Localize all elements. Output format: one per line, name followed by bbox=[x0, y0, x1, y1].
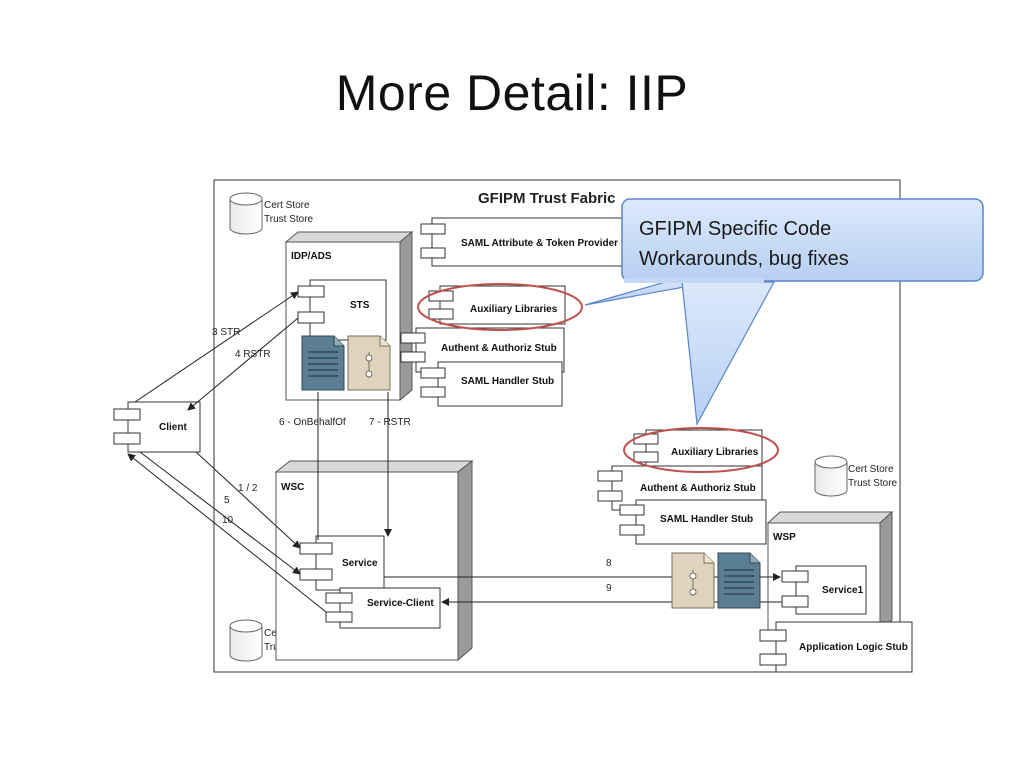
saml-handler-component bbox=[420, 361, 563, 407]
arrow-label-5: 5 bbox=[224, 495, 230, 506]
cert-store-label: Cert Store bbox=[264, 200, 310, 211]
aux-libraries-label: Auxiliary Libraries bbox=[671, 447, 759, 458]
arrow-label-1-2: 1 / 2 bbox=[238, 483, 258, 494]
saml-provider-label: SAML Attribute & Token Provider bbox=[461, 238, 618, 249]
app-logic-stub-component bbox=[759, 621, 913, 673]
frame-title: GFIPM Trust Fabric bbox=[478, 190, 616, 207]
service-client-component bbox=[325, 587, 441, 629]
rstr-arrow bbox=[187, 317, 299, 411]
document-icon bbox=[301, 335, 345, 391]
saml-provider-component bbox=[420, 217, 623, 267]
cert-store-icon bbox=[814, 455, 848, 497]
service-client-label: Service-Client bbox=[367, 598, 434, 609]
client-component bbox=[113, 401, 201, 453]
wsp-label: WSP bbox=[773, 532, 796, 543]
arrow-label-8: 8 bbox=[606, 558, 612, 569]
wsc-label: WSC bbox=[281, 482, 304, 493]
service1-label: Service1 bbox=[822, 585, 864, 596]
cert-store-icon bbox=[229, 619, 263, 662]
str-label: 3 STR bbox=[212, 327, 240, 338]
rstr-label: 4 RSTR bbox=[235, 349, 271, 360]
highlight-ellipse bbox=[417, 283, 583, 331]
certificate-icon bbox=[347, 335, 391, 391]
document-icon bbox=[717, 552, 761, 609]
sts-label: STS bbox=[350, 300, 370, 311]
callout-box bbox=[621, 198, 984, 282]
aux-libraries-component bbox=[633, 429, 763, 467]
request-arrow-5 bbox=[139, 451, 301, 575]
app-logic-stub-label: Application Logic Stub bbox=[799, 642, 908, 653]
authent-stub-label: Authent & Authoriz Stub bbox=[640, 483, 756, 494]
onbehalfof-label: 6 - OnBehalfOf bbox=[279, 417, 346, 428]
service-component bbox=[299, 535, 385, 591]
callout-line-1: GFIPM Specific Code bbox=[639, 218, 831, 240]
service-label: Service bbox=[342, 558, 378, 569]
request-arrow bbox=[195, 451, 301, 549]
arrow-label-9: 9 bbox=[606, 583, 612, 594]
highlight-ellipse bbox=[623, 427, 779, 473]
cert-store-icon bbox=[229, 192, 263, 235]
str-arrow bbox=[134, 291, 299, 403]
rstr7-label: 7 - RSTR bbox=[369, 417, 411, 428]
arrow-label-10: 10 bbox=[222, 515, 234, 526]
saml-handler-label: SAML Handler Stub bbox=[461, 376, 554, 387]
certificate-icon bbox=[671, 552, 715, 609]
idp-label: IDP/ADS bbox=[291, 251, 332, 262]
callout-line-2: Workarounds, bug fixes bbox=[639, 248, 849, 270]
service1-component bbox=[781, 565, 867, 615]
trust-store-label: Trust Store bbox=[848, 478, 898, 489]
aux-libraries-component bbox=[428, 285, 566, 325]
cert-store-label: Cert Store bbox=[848, 464, 894, 475]
response-arrow-10 bbox=[127, 453, 327, 613]
authent-stub-label: Authent & Authoriz Stub bbox=[441, 343, 557, 354]
sts-component bbox=[297, 279, 387, 341]
saml-handler-label: SAML Handler Stub bbox=[660, 514, 753, 525]
trust-store-label: Trust Store bbox=[264, 214, 314, 225]
client-label: Client bbox=[159, 422, 187, 433]
saml-handler-component bbox=[619, 499, 767, 545]
aux-libraries-label: Auxiliary Libraries bbox=[470, 304, 558, 315]
slide-title: More Detail: IIP bbox=[335, 65, 689, 121]
